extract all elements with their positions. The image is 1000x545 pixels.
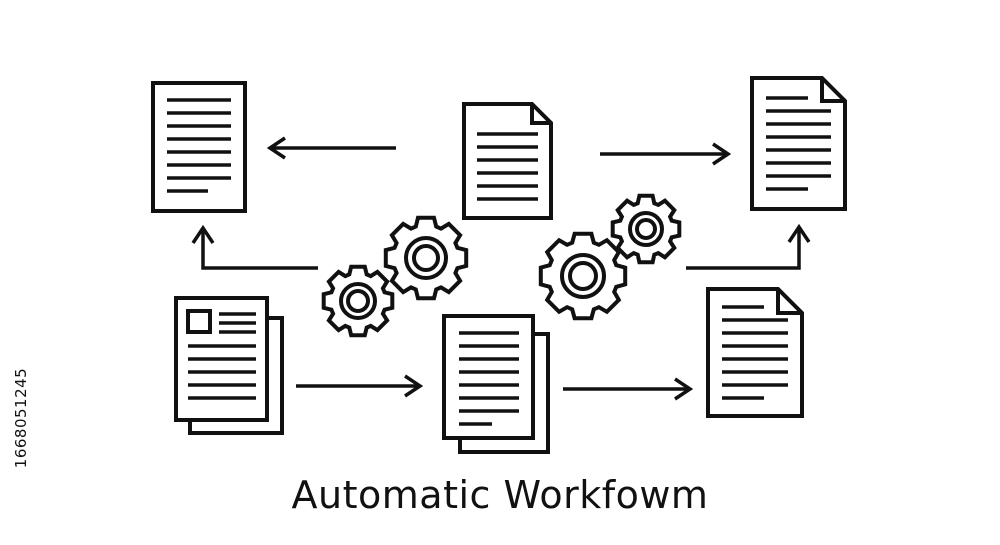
arrow-up-icon xyxy=(203,228,318,270)
document-stack-icon xyxy=(442,314,550,454)
document-icon xyxy=(151,81,247,213)
document-folded-icon xyxy=(462,102,553,220)
document-folded-icon xyxy=(750,76,847,211)
stock-id-text: 1668051245 xyxy=(12,367,30,468)
gear-icon xyxy=(610,193,682,265)
diagram-caption: Automatic Workfowm xyxy=(291,473,709,517)
gear-icon xyxy=(321,264,395,338)
document-folded-icon xyxy=(706,287,804,418)
gear-icon xyxy=(538,231,628,321)
stock-id-watermark: 1668051245 xyxy=(6,300,36,535)
document-with-image-stack-icon xyxy=(174,296,284,435)
gear-icon xyxy=(383,215,469,301)
arrow-up-icon xyxy=(686,227,799,270)
